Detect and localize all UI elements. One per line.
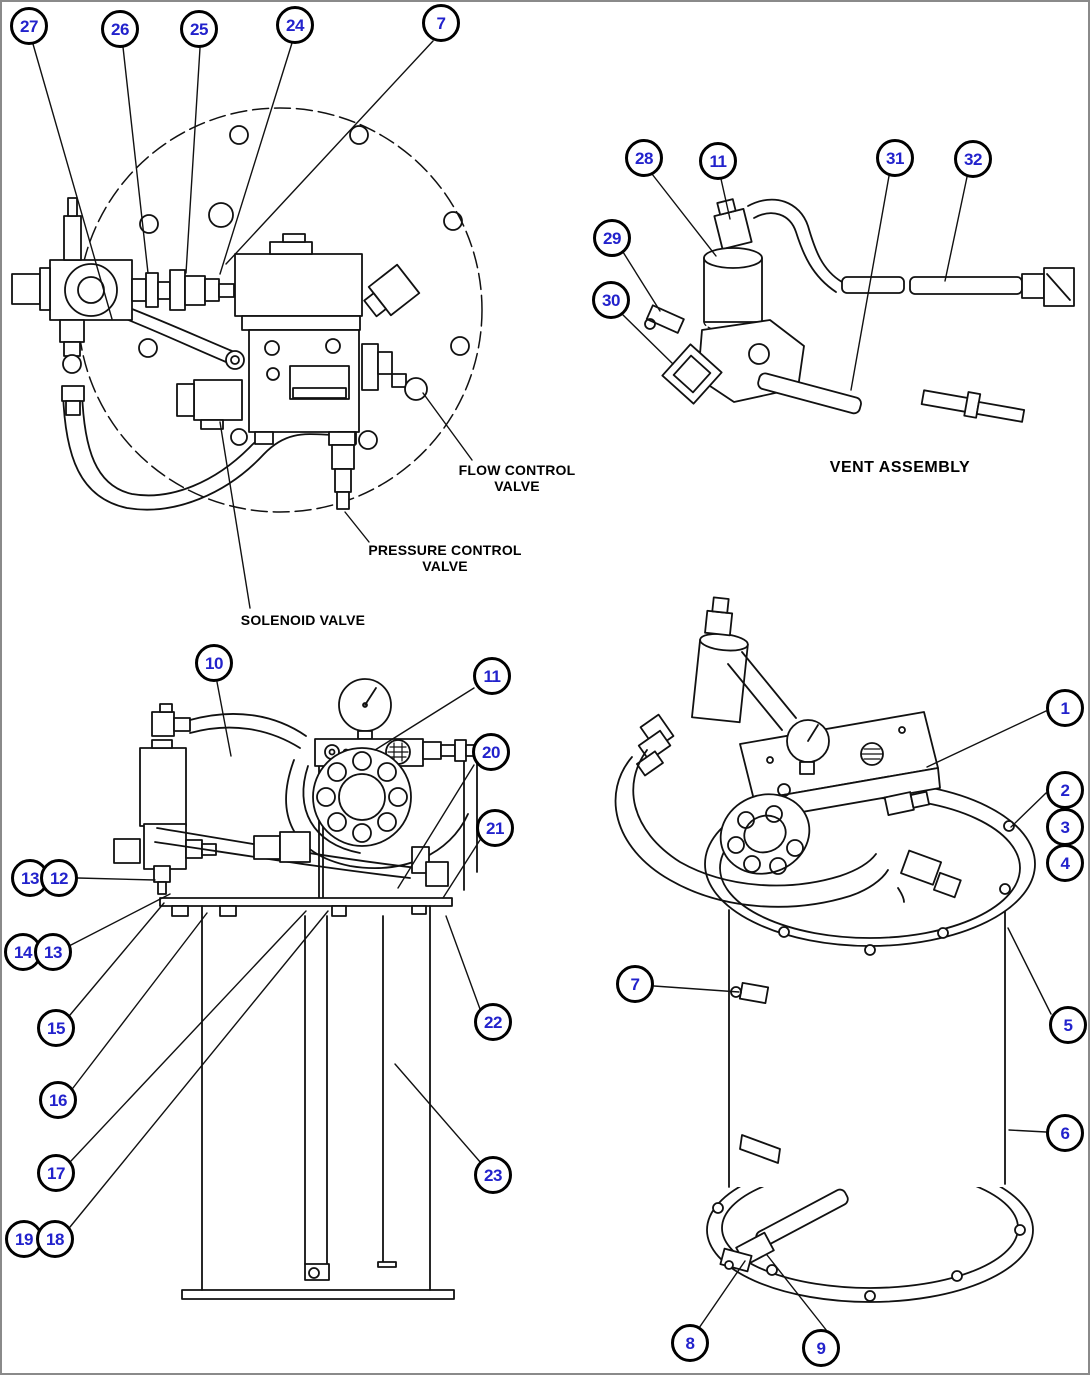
cover-plate-view: [11, 107, 483, 513]
callout-1[interactable]: 1: [1046, 689, 1084, 727]
callout-26[interactable]: 26: [101, 10, 139, 48]
callout-3[interactable]: 3: [1046, 808, 1084, 846]
callout-28[interactable]: 28: [625, 139, 663, 177]
leader-lines: [32, 40, 1052, 1332]
callout-6[interactable]: 6: [1046, 1114, 1084, 1152]
callout-14[interactable]: 14: [4, 933, 42, 971]
flow-control-valve-label: FLOW CONTROL VALVE: [458, 462, 576, 495]
callout-21[interactable]: 21: [476, 809, 514, 847]
callout-31[interactable]: 31: [876, 139, 914, 177]
callout-20[interactable]: 20: [472, 733, 510, 771]
callout-7-top[interactable]: 7: [422, 4, 460, 42]
callout-18[interactable]: 18: [36, 1220, 74, 1258]
callout-22[interactable]: 22: [474, 1003, 512, 1041]
pressure-control-valve-label: PRESSURE CONTROL VALVE: [368, 542, 522, 575]
callout-30[interactable]: 30: [592, 281, 630, 319]
callout-27[interactable]: 27: [10, 7, 48, 45]
callout-9[interactable]: 9: [802, 1329, 840, 1367]
callout-2[interactable]: 2: [1046, 771, 1084, 809]
callout-4[interactable]: 4: [1046, 844, 1084, 882]
tank-isometric-view: [614, 596, 1036, 1303]
callout-25[interactable]: 25: [180, 10, 218, 48]
callout-17[interactable]: 17: [37, 1154, 75, 1192]
callout-24[interactable]: 24: [276, 6, 314, 44]
vent-assembly-view: [644, 198, 1075, 423]
pump-side-view: [113, 678, 479, 1300]
callout-12[interactable]: 12: [40, 859, 78, 897]
callout-32[interactable]: 32: [954, 140, 992, 178]
callout-23[interactable]: 23: [474, 1156, 512, 1194]
vent-assembly-label: VENT ASSEMBLY: [829, 459, 971, 476]
callout-8[interactable]: 8: [671, 1324, 709, 1362]
callout-5[interactable]: 5: [1049, 1006, 1087, 1044]
callout-16[interactable]: 16: [39, 1081, 77, 1119]
callout-11-vent[interactable]: 11: [699, 142, 737, 180]
callout-11-pump[interactable]: 11: [473, 657, 511, 695]
solenoid-valve-label: SOLENOID VALVE: [240, 612, 366, 628]
callout-13-b[interactable]: 13: [34, 933, 72, 971]
callout-10[interactable]: 10: [195, 644, 233, 682]
callout-15[interactable]: 15: [37, 1009, 75, 1047]
callout-7-tank[interactable]: 7: [616, 965, 654, 1003]
callout-29[interactable]: 29: [593, 219, 631, 257]
